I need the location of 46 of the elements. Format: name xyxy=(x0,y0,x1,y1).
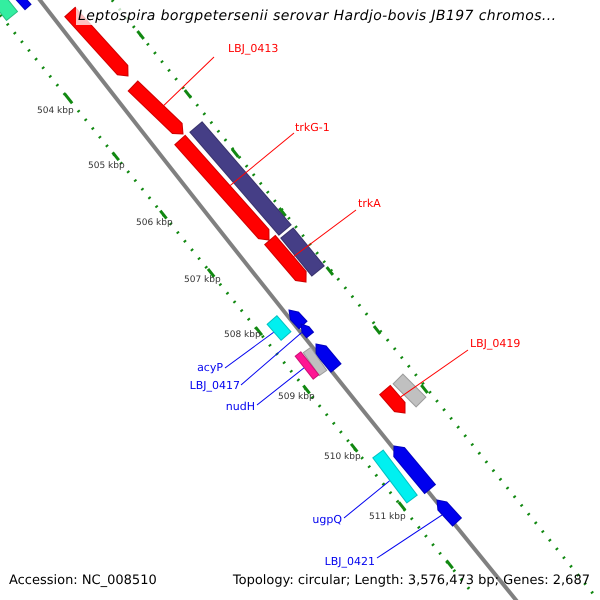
leader-line xyxy=(376,514,442,558)
gene-feature xyxy=(264,234,307,283)
scale-label: 507 kbp xyxy=(184,276,221,285)
leader-line xyxy=(163,56,214,106)
gene-feature xyxy=(15,0,32,10)
gene-label: trkG-1 xyxy=(295,122,330,133)
gene-label: LBJ_0421 xyxy=(324,556,375,567)
gene-feature xyxy=(128,80,184,135)
leader-line xyxy=(256,367,304,406)
gene-feature xyxy=(316,343,342,373)
gene-feature xyxy=(372,449,418,504)
gene-feature xyxy=(393,445,436,494)
leader-line xyxy=(344,480,390,518)
scale-label: 505 kbp xyxy=(88,162,125,171)
gene-label: ugpQ xyxy=(312,514,342,525)
gene-feature xyxy=(266,315,292,341)
gene-label: LBJ_0419 xyxy=(470,338,520,349)
gene-feature xyxy=(300,323,314,338)
gene-feature xyxy=(189,121,292,236)
gene-label: acyP xyxy=(197,362,223,373)
leader-line xyxy=(224,332,274,368)
gene-label: nudH xyxy=(226,401,255,412)
gene-feature xyxy=(436,499,462,527)
scale-label: 504 kbp xyxy=(37,107,74,116)
scale-label: 511 kbp xyxy=(369,513,406,522)
gene-feature xyxy=(288,309,308,330)
gene-feature xyxy=(379,384,406,414)
scale-label: 506 kbp xyxy=(136,219,173,228)
gene-label: LBJ_0413 xyxy=(228,43,278,54)
gene-feature xyxy=(392,373,427,408)
accession-text: Accession: NC_008510 xyxy=(9,574,157,587)
leader-line xyxy=(230,132,294,186)
scale-label: 510 kbp xyxy=(324,453,361,462)
leader-line xyxy=(293,210,356,257)
gene-feature xyxy=(174,134,270,241)
gene-feature xyxy=(302,346,328,376)
gene-label: trkA xyxy=(358,198,381,209)
gene-label: LBJ_0417 xyxy=(190,380,240,391)
genome-info: Topology: circular; Length: 3,576,473 bp; Genes: 2,687 xyxy=(232,574,590,587)
gene-feature xyxy=(0,0,18,22)
leader-line xyxy=(400,350,468,398)
scale-label: 509 kbp xyxy=(278,393,315,402)
gene-feature xyxy=(294,351,320,380)
gene-feature xyxy=(280,227,325,277)
scale-label: 508 kbp xyxy=(224,331,261,340)
leader-line xyxy=(240,332,302,386)
